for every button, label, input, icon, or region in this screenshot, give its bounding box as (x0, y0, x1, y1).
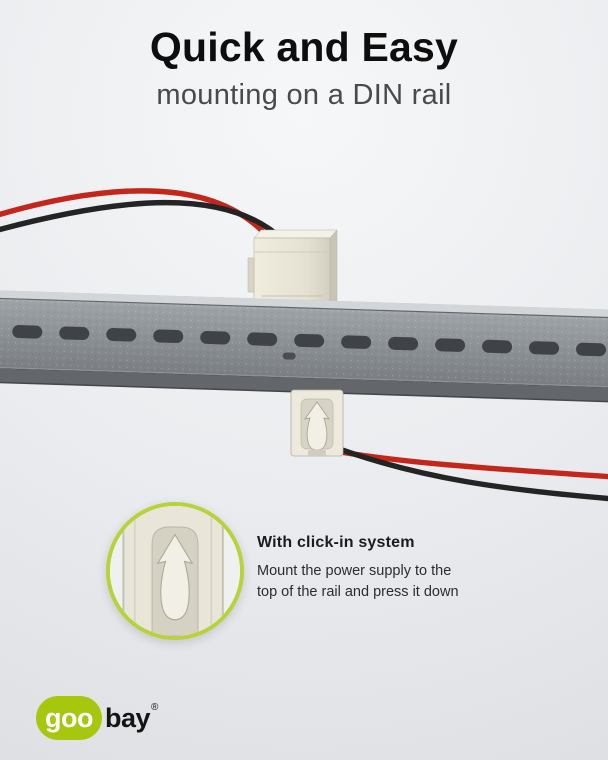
wire-red-bottom (315, 445, 608, 480)
click-in-tongue (156, 533, 194, 621)
wires-top (0, 188, 287, 246)
din-rail (0, 289, 608, 403)
callout-line-1: Mount the power supply to the (257, 563, 452, 579)
click-in-zoom-view (110, 506, 240, 636)
callout-line-2: top of the rail and press it down (257, 584, 459, 601)
wire-black-bottom (323, 441, 608, 502)
header: Quick and Easy mounting on a DIN rail (0, 24, 608, 112)
zoom-circle (106, 502, 244, 640)
goobay-logo: goo bay ® (36, 696, 158, 740)
registered-trademark: ® (151, 702, 159, 713)
callout-text: With click-in system Mount the power sup… (257, 534, 537, 603)
logo-bay-text: bay (104, 703, 151, 733)
logo-goo-bubble: goo (36, 696, 102, 740)
logo-goo-text: goo (45, 702, 93, 733)
rail-small-hole (282, 352, 296, 360)
page-subtitle: mounting on a DIN rail (156, 79, 452, 111)
wire-black-top (0, 199, 287, 244)
rail-slots (12, 325, 607, 357)
callout-heading: With click-in system (257, 534, 415, 551)
power-supply-clip (290, 389, 344, 457)
page-title: Quick and Easy (149, 24, 459, 70)
wires-bottom (315, 441, 608, 502)
